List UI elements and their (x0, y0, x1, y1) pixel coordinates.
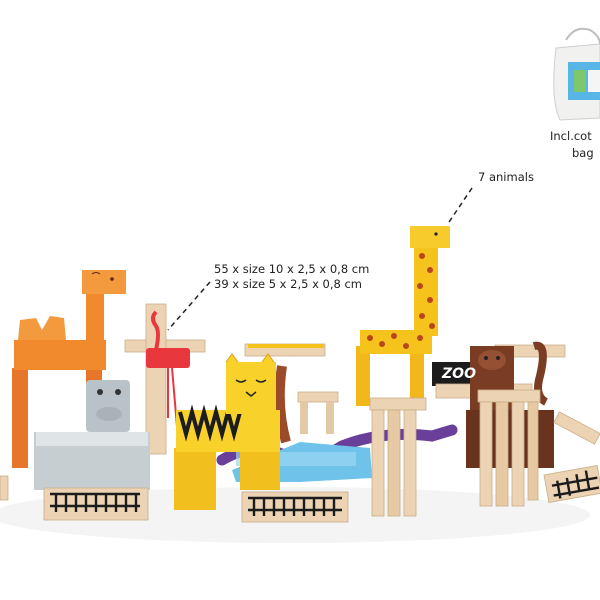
zoo-sign-text: ZOO (442, 366, 476, 382)
size-large-label: 55 x size 10 x 2,5 x 0,8 cm (214, 262, 370, 276)
animals-count-label: 7 animals (478, 170, 534, 184)
cotton-bag (553, 27, 600, 121)
gate-block (369, 389, 541, 517)
cotton-bag-caption: Incl.cot bag (550, 128, 594, 162)
hippo-block (34, 380, 150, 490)
small-stool-block (297, 391, 339, 434)
animals-leader-line (446, 187, 473, 226)
giraffe-block (356, 226, 450, 406)
flamingo-block (145, 303, 190, 455)
size-small-label: 39 x size 5 x 2,5 x 0,8 cm (214, 277, 363, 291)
tiger-block (174, 353, 280, 510)
size-leader-line (167, 281, 211, 331)
fence-block (241, 491, 349, 523)
cotton-bag-caption-line1: Incl.cot (550, 129, 592, 143)
wood-bar (0, 475, 9, 501)
fence-block (543, 465, 600, 503)
tree-trunk-block (274, 365, 291, 444)
fence-block (43, 487, 149, 521)
wood-bar (553, 411, 600, 445)
cotton-bag-caption-line2: bag (572, 146, 594, 160)
